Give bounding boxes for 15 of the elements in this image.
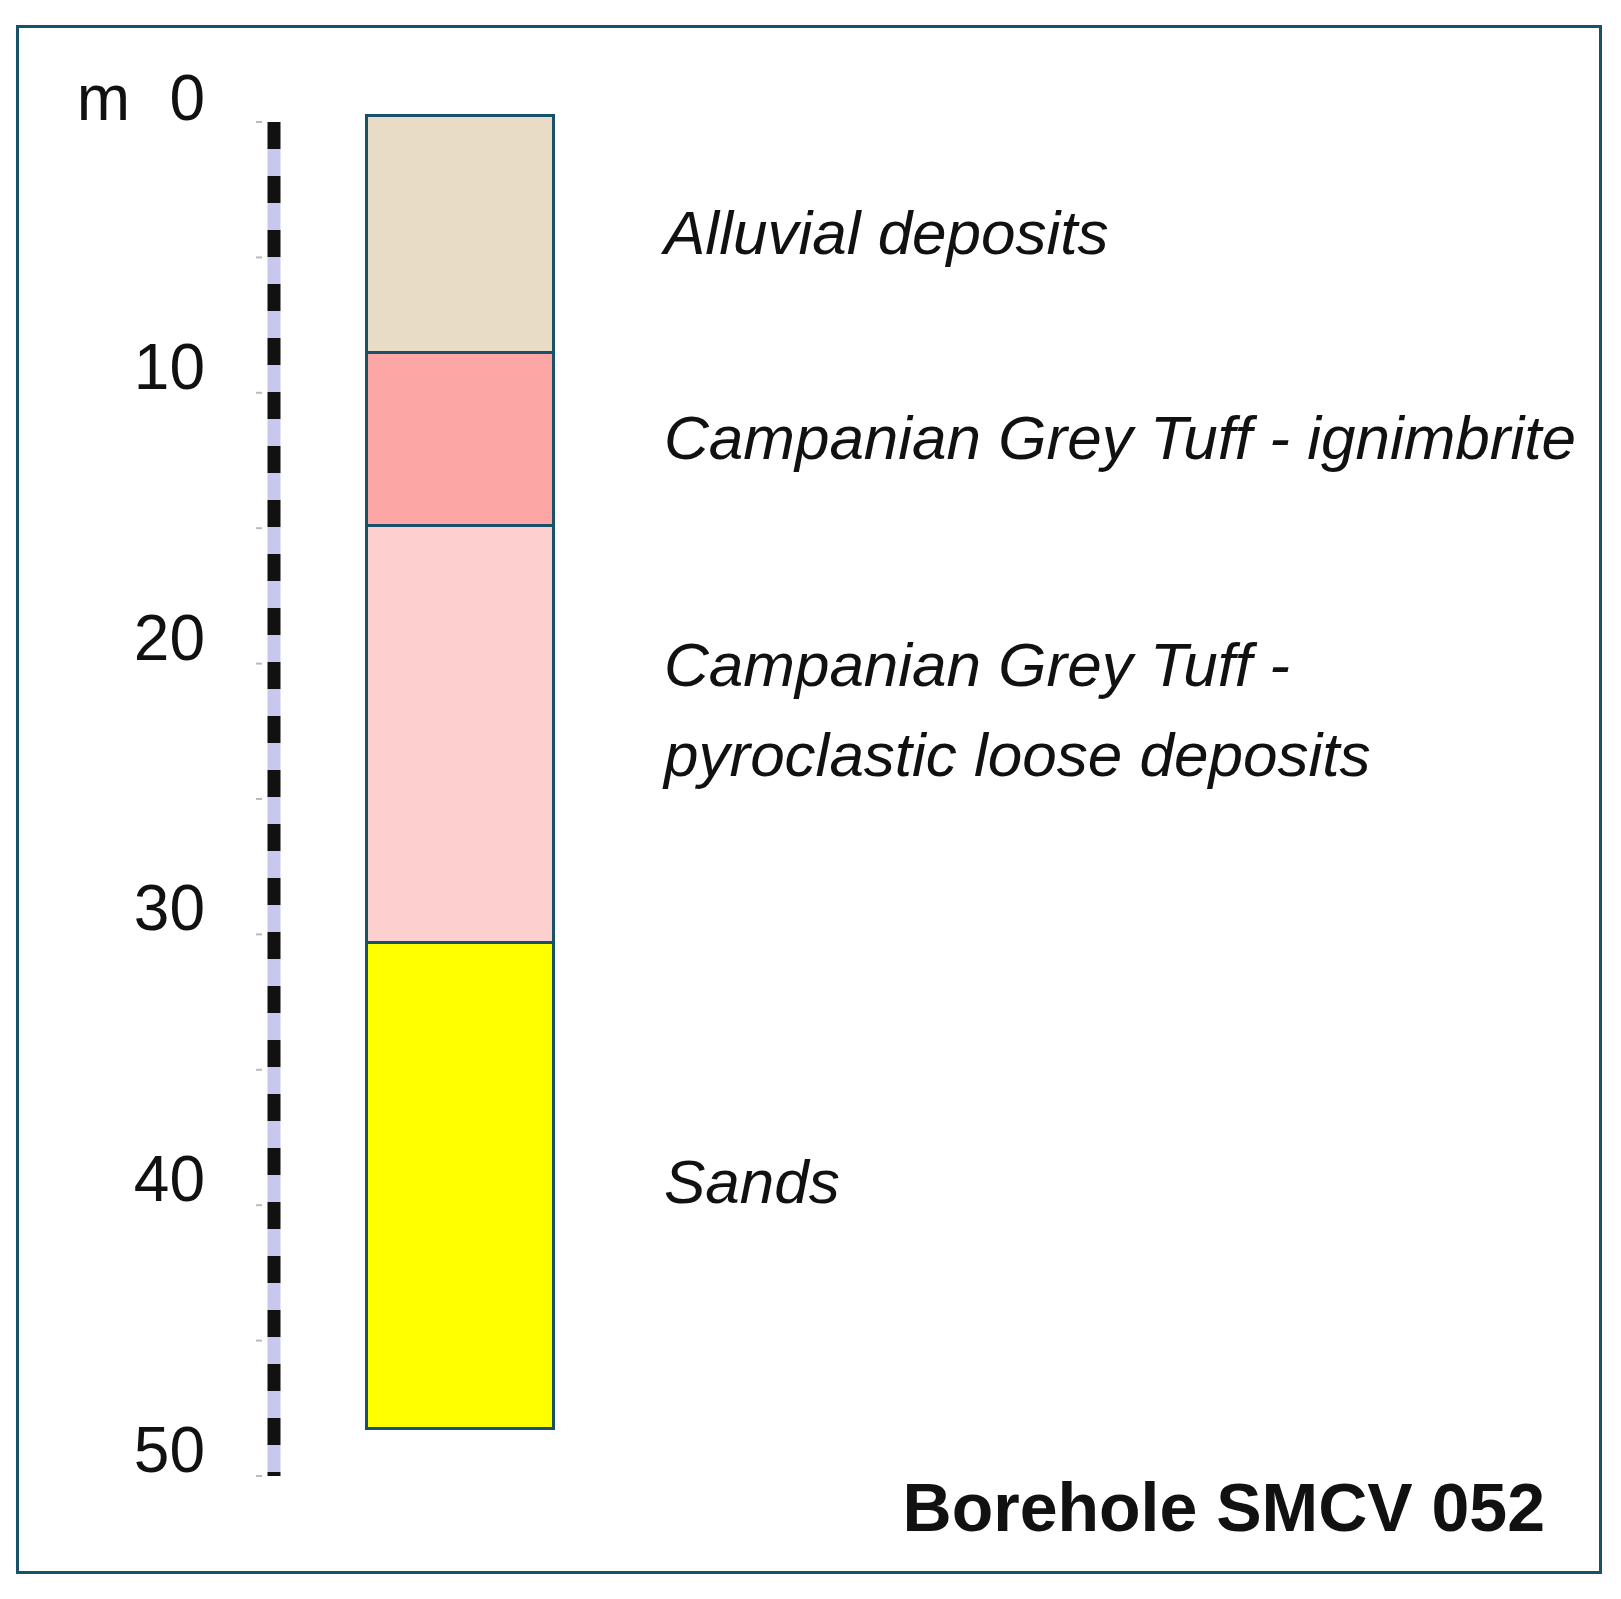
stratum-layer	[365, 941, 555, 1430]
borehole-title: Borehole SMCV 052	[902, 1473, 1545, 1541]
depth-label: 20	[133, 605, 205, 670]
depth-label: 30	[133, 876, 205, 941]
depth-label: 50	[133, 1418, 205, 1482]
stratum-layer	[365, 351, 555, 527]
depth-label: 0	[169, 66, 205, 130]
unit-label: m	[76, 66, 130, 130]
layer-label: Campanian Grey Tuff - pyroclastic loose deposits	[664, 629, 1372, 791]
depth-label: 10	[133, 334, 205, 399]
depth-label: 40	[133, 1147, 205, 1212]
stratum-layer	[365, 114, 555, 354]
stratum-layer	[365, 524, 555, 944]
layer-label: Sands	[664, 1146, 841, 1218]
layer-label: Campanian Grey Tuff - ignimbrite	[664, 402, 1577, 474]
